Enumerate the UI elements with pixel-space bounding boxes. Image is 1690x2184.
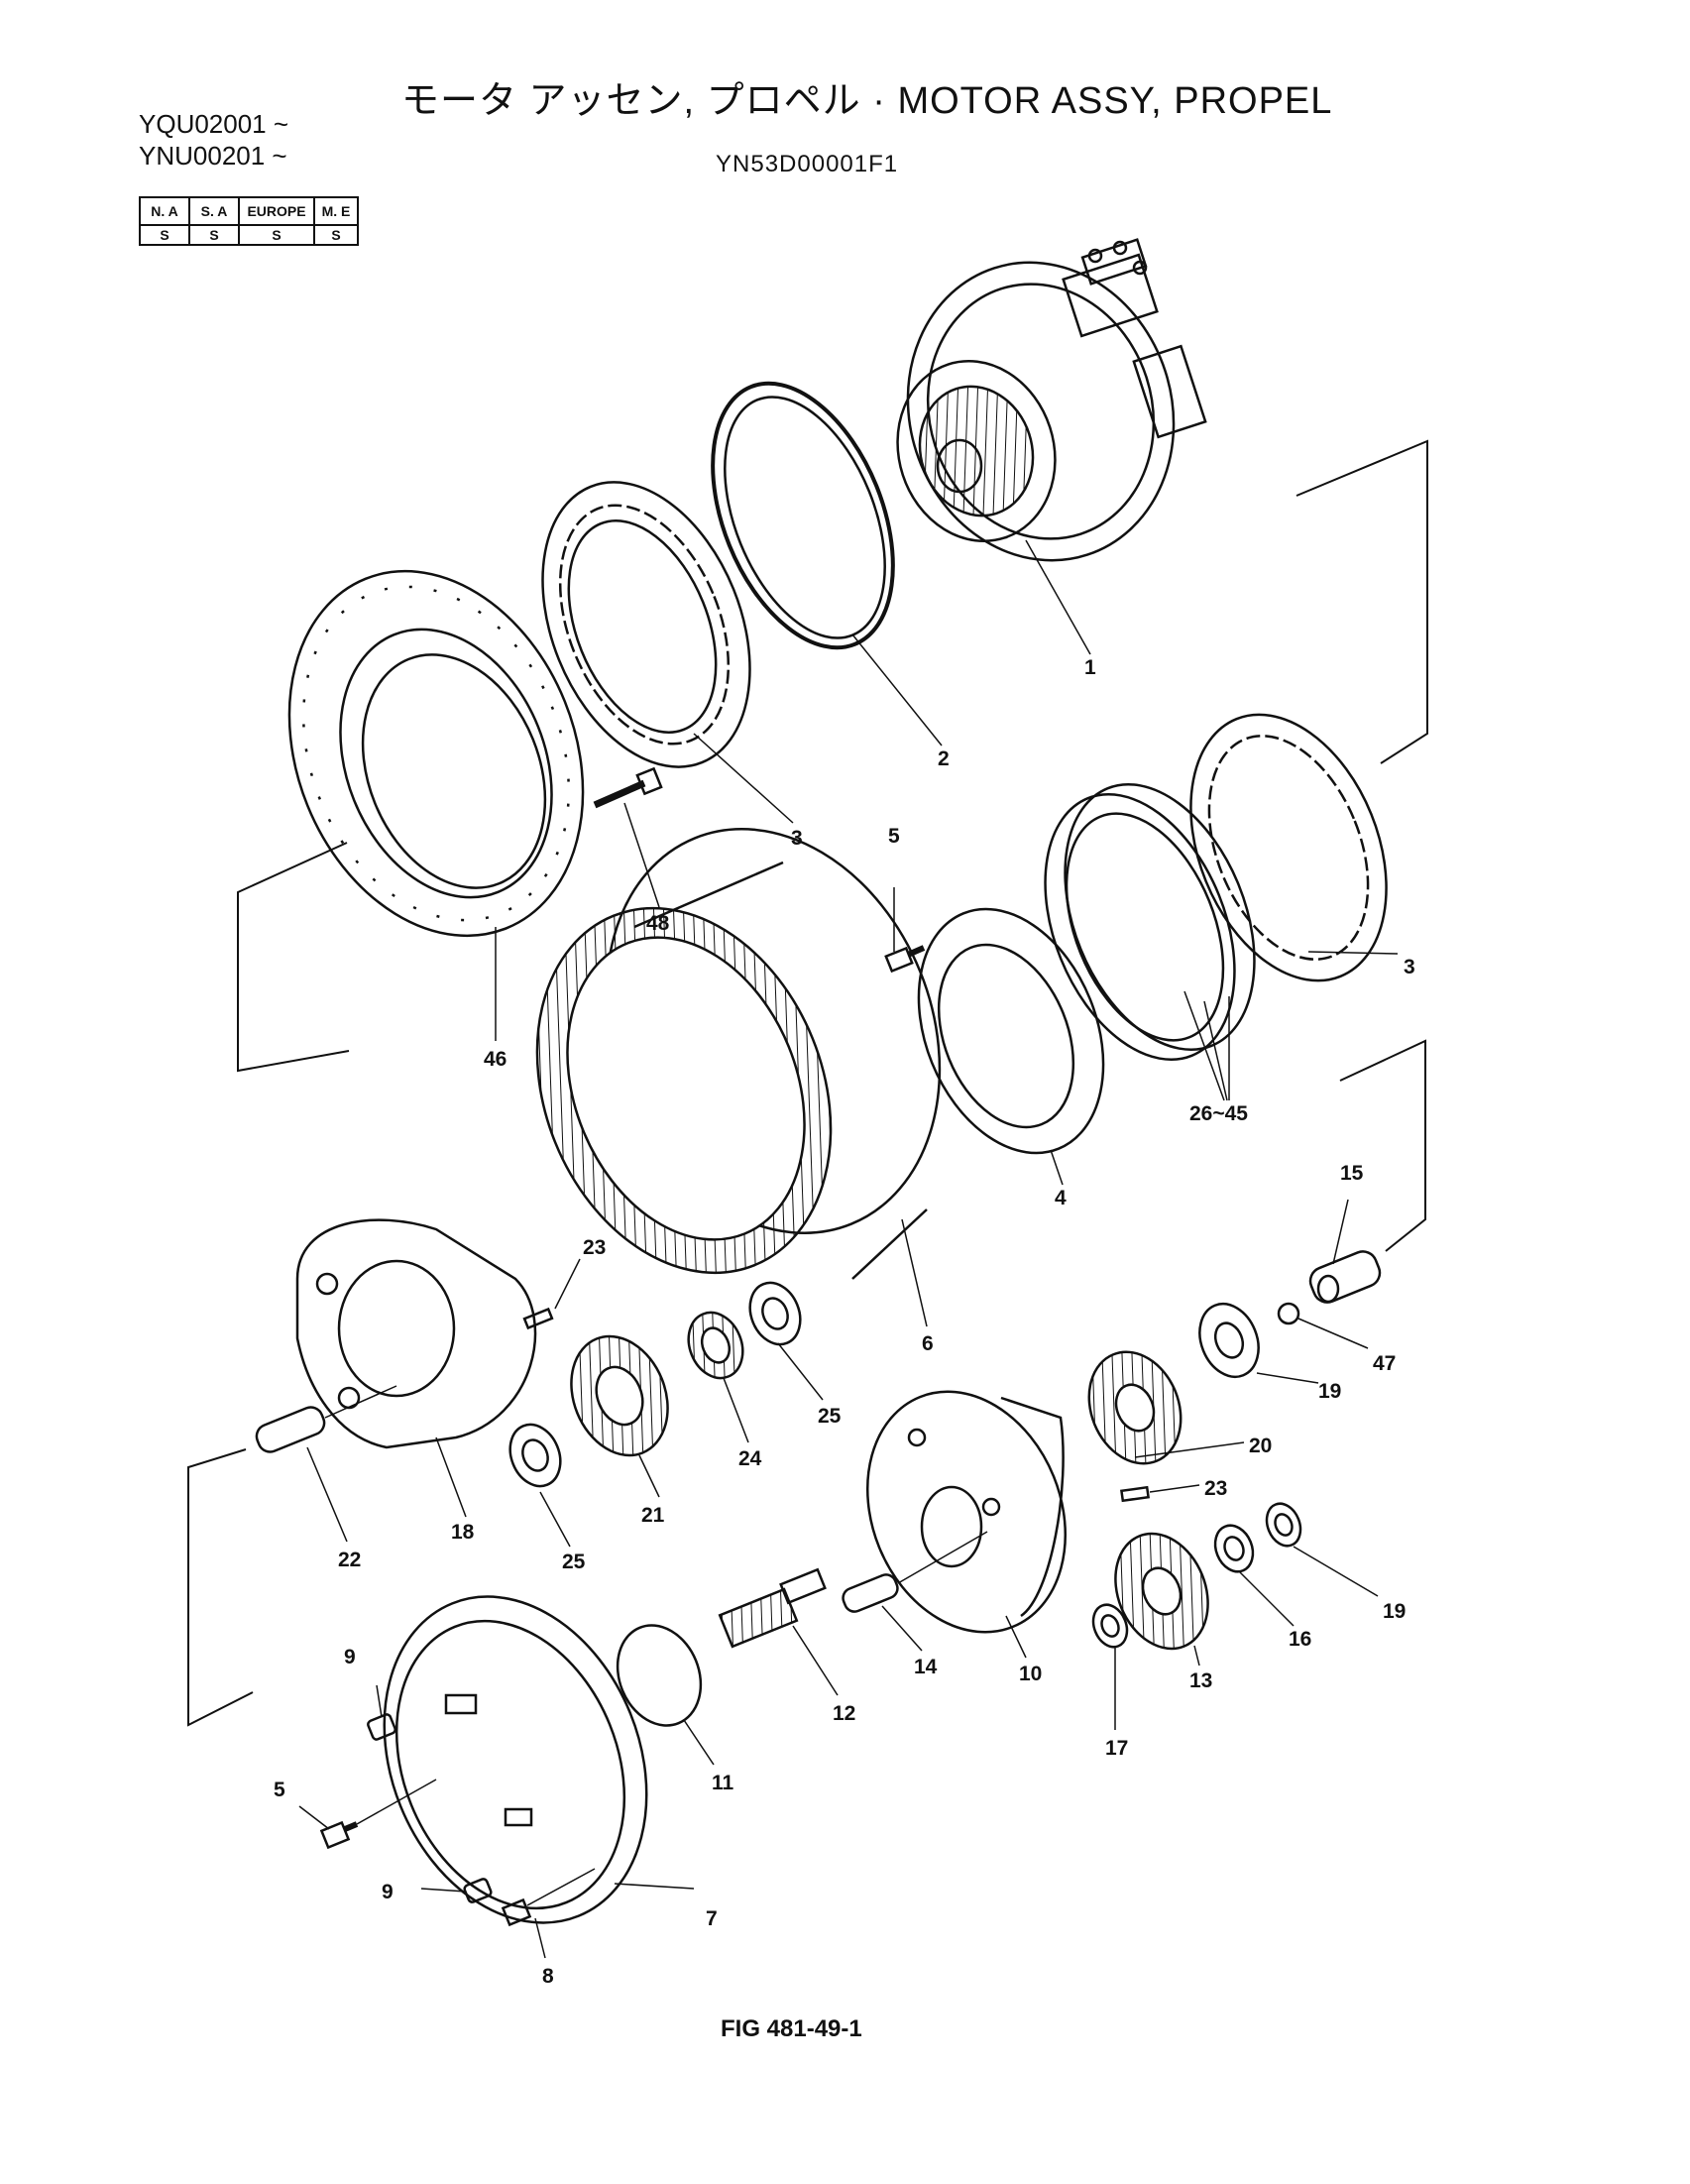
bolt-part	[593, 766, 663, 809]
callout-23-upper: 23	[583, 1236, 606, 1259]
needle-bearing-part-second	[1213, 1524, 1255, 1573]
callout-26-45: 26~45	[1189, 1102, 1248, 1125]
callout-21: 21	[641, 1504, 665, 1527]
planet-gear-part-upper	[1087, 1350, 1183, 1465]
callout-20: 20	[1249, 1435, 1272, 1457]
region-europe: EUROPE	[238, 196, 315, 226]
code-sa: S	[188, 224, 240, 246]
callout-18: 18	[451, 1521, 475, 1544]
coupling-part	[1308, 1250, 1382, 1304]
plug-part-upper	[367, 1713, 396, 1741]
code-me: S	[313, 224, 359, 246]
callout-14: 14	[914, 1656, 938, 1678]
carrier-second-stage-part	[865, 1390, 1068, 1634]
callout-labels: 1 2 3 3 4 5 5 6 7 8 9 9 10 11 12 13 14 1…	[274, 656, 1415, 1988]
needle-bearing-part	[687, 1311, 744, 1380]
callout-24: 24	[738, 1447, 762, 1470]
callout-5-upper: 5	[888, 825, 900, 848]
bearing-part	[541, 481, 751, 768]
bolt-part-upper	[884, 945, 926, 974]
spacer-plate-part	[917, 907, 1105, 1155]
callout-25-right: 25	[818, 1405, 842, 1428]
ring-gear-part	[535, 828, 942, 1280]
spring-pin-part-right	[1120, 1485, 1150, 1503]
callout-4: 4	[1055, 1187, 1067, 1209]
callout-47: 47	[1373, 1352, 1396, 1375]
bearing-part-right	[1189, 713, 1388, 982]
planet-gear-part-lower	[1114, 1532, 1209, 1651]
motor-part	[896, 238, 1207, 562]
callout-9-lower: 9	[382, 1881, 394, 1903]
market-applicability-table: N. A S. A EUROPE M. E S S S S	[139, 196, 359, 246]
callout-22: 22	[338, 1549, 361, 1571]
callout-46: 46	[484, 1048, 507, 1071]
code-europe: S	[238, 224, 315, 246]
code-na: S	[139, 224, 190, 246]
callout-23-right: 23	[1204, 1477, 1227, 1500]
pin-part-second	[842, 1531, 988, 1613]
callout-17: 17	[1105, 1737, 1128, 1760]
callout-48: 48	[646, 912, 670, 935]
callout-6: 6	[922, 1332, 934, 1355]
leader-lines	[298, 539, 1399, 1959]
callout-13: 13	[1189, 1669, 1212, 1692]
shim-stack-part	[1044, 783, 1256, 1061]
planet-gear-part	[570, 1334, 669, 1457]
callout-8: 8	[542, 1965, 554, 1988]
callout-3-left: 3	[791, 827, 803, 850]
drawing-number: YN53D00001F1	[716, 151, 899, 177]
washer-part	[1091, 1603, 1129, 1649]
thrust-plate-part	[616, 1624, 703, 1727]
hub-housing-part	[287, 569, 585, 938]
plug-part-lower	[463, 1878, 493, 1903]
callout-5-lower: 5	[274, 1779, 285, 1801]
callout-19-upper: 19	[1318, 1380, 1341, 1403]
callout-3-right: 3	[1404, 956, 1415, 978]
callout-12: 12	[833, 1702, 855, 1725]
callout-11: 11	[712, 1772, 734, 1794]
bolt-part-cover	[501, 1868, 596, 1927]
callout-10: 10	[1019, 1663, 1042, 1685]
callout-19-lower: 19	[1383, 1600, 1406, 1623]
bolt-part-lower	[319, 1779, 437, 1850]
snap-ring-part	[1277, 1302, 1300, 1325]
callout-25-left: 25	[562, 1551, 586, 1573]
washer-part-lower	[1265, 1502, 1302, 1548]
pin-part	[255, 1385, 397, 1453]
page-title: モータ アッセン, プロペル · MOTOR ASSY, PROPEL	[401, 80, 1333, 122]
region-na: N. A	[139, 196, 190, 226]
callout-7: 7	[706, 1907, 718, 1930]
serial-range-1: YQU02001 ~	[139, 109, 289, 139]
spring-pin-part	[522, 1307, 554, 1330]
callout-1: 1	[1084, 656, 1096, 679]
callout-9-upper: 9	[344, 1646, 356, 1668]
assembly-bracket-lines	[187, 439, 1428, 1727]
figure-number: FIG 481-49-1	[721, 2015, 862, 2042]
washer-part-upper	[1198, 1302, 1260, 1379]
callout-16: 16	[1289, 1628, 1311, 1651]
planet-carrier-part	[295, 1218, 537, 1449]
thrust-washer-part	[508, 1423, 562, 1488]
floating-seal-part	[711, 381, 895, 650]
region-me: M. E	[313, 196, 359, 226]
callout-2: 2	[938, 747, 950, 770]
sun-shaft-part	[718, 1567, 827, 1649]
cover-part	[383, 1595, 648, 1924]
thrust-washer-part-right	[748, 1281, 802, 1346]
callout-15: 15	[1340, 1162, 1364, 1185]
serial-range-2: YNU00201 ~	[139, 141, 287, 171]
region-sa: S. A	[188, 196, 240, 226]
